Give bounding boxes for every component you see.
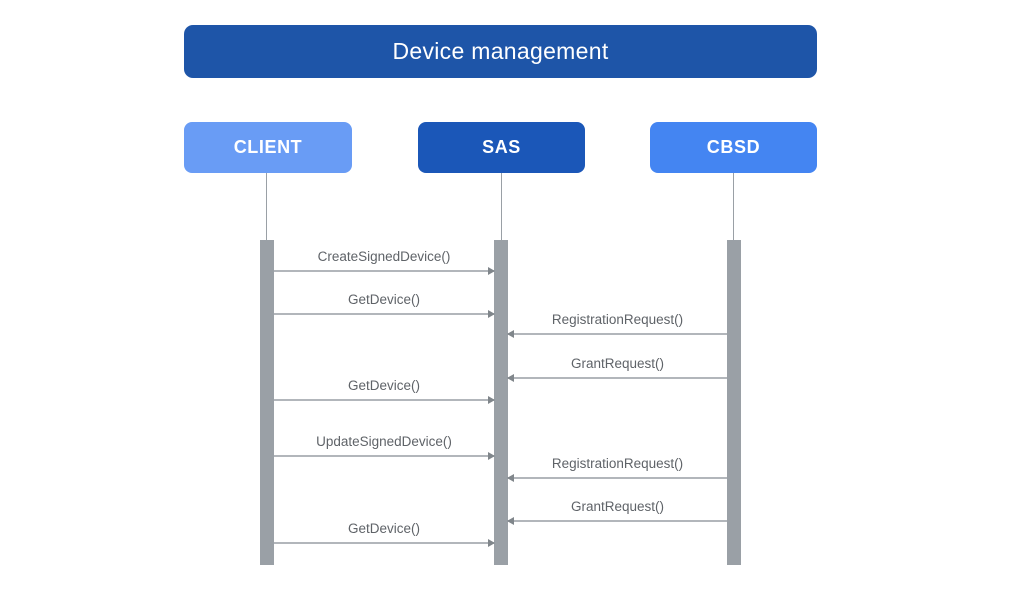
message-label: UpdateSignedDevice() bbox=[316, 434, 452, 449]
lifeline-sas bbox=[501, 173, 502, 240]
arrow-left-icon bbox=[507, 330, 727, 337]
actor-client: CLIENT bbox=[184, 122, 352, 173]
actor-sas: SAS bbox=[418, 122, 585, 173]
diagram-title: Device management bbox=[184, 25, 817, 78]
message-get-device-1: GetDevice() bbox=[274, 292, 495, 317]
message-create-signed-device: CreateSignedDevice() bbox=[274, 249, 495, 274]
arrow-left-icon bbox=[507, 474, 727, 481]
activation-bar-sas bbox=[494, 240, 508, 565]
message-label: GetDevice() bbox=[347, 521, 420, 536]
arrow-left-icon bbox=[507, 517, 727, 524]
arrow-right-icon bbox=[274, 452, 495, 459]
message-label: GrantRequest() bbox=[570, 356, 665, 371]
message-label: GetDevice() bbox=[347, 292, 420, 307]
arrow-right-icon bbox=[274, 267, 495, 274]
actor-cbsd: CBSD bbox=[650, 122, 817, 173]
message-label: GetDevice() bbox=[347, 378, 420, 393]
lifeline-client bbox=[266, 173, 267, 240]
message-get-device-2: GetDevice() bbox=[274, 378, 495, 403]
lifeline-cbsd bbox=[733, 173, 734, 240]
message-label: RegistrationRequest() bbox=[551, 312, 684, 327]
message-label: CreateSignedDevice() bbox=[317, 249, 451, 264]
arrow-right-icon bbox=[274, 396, 495, 403]
arrow-right-icon bbox=[274, 310, 495, 317]
message-label: RegistrationRequest() bbox=[551, 456, 684, 471]
message-registration-request-2: RegistrationRequest() bbox=[507, 456, 727, 481]
message-update-signed-device: UpdateSignedDevice() bbox=[274, 434, 495, 459]
message-grant-request-1: GrantRequest() bbox=[507, 356, 727, 381]
arrow-right-icon bbox=[274, 539, 495, 546]
activation-bar-cbsd bbox=[727, 240, 741, 565]
activation-bar-client bbox=[260, 240, 274, 565]
message-grant-request-2: GrantRequest() bbox=[507, 499, 727, 524]
message-registration-request-1: RegistrationRequest() bbox=[507, 312, 727, 337]
arrow-left-icon bbox=[507, 374, 727, 381]
message-get-device-3: GetDevice() bbox=[274, 521, 495, 546]
message-label: GrantRequest() bbox=[570, 499, 665, 514]
